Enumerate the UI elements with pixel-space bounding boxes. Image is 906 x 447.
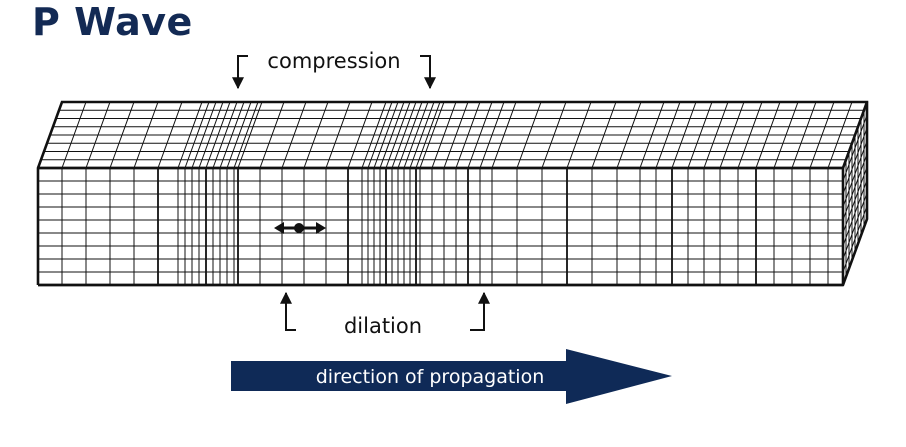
grid-line bbox=[809, 101, 835, 169]
compression-marker: compression bbox=[232, 49, 436, 90]
grid-line bbox=[687, 101, 713, 169]
grid-line bbox=[566, 101, 592, 169]
grid-line bbox=[367, 101, 393, 169]
grid-line bbox=[212, 101, 238, 169]
grid-line bbox=[325, 101, 351, 169]
grid-line bbox=[655, 101, 681, 169]
grid-line bbox=[491, 101, 517, 169]
grid-line bbox=[397, 101, 423, 169]
propagation-arrow-shape bbox=[231, 349, 672, 404]
page-title: P Wave bbox=[32, 0, 193, 44]
compression-left-arrow-icon bbox=[232, 55, 248, 90]
compression-label: compression bbox=[267, 49, 400, 73]
grid-line bbox=[479, 101, 505, 169]
grid-line bbox=[419, 101, 445, 169]
grid-line bbox=[842, 179, 868, 247]
grid-line bbox=[347, 101, 373, 169]
grid-line bbox=[842, 140, 868, 208]
grid-line bbox=[591, 101, 617, 169]
grid-line bbox=[385, 101, 411, 169]
grid-line bbox=[516, 101, 542, 169]
grid-line bbox=[373, 101, 399, 169]
grid-line bbox=[177, 101, 203, 169]
grid-line bbox=[791, 101, 817, 169]
grid-line bbox=[671, 101, 697, 169]
dilation-left-arrow-icon bbox=[280, 291, 296, 331]
grid-line bbox=[842, 114, 868, 182]
grid-line bbox=[755, 101, 781, 169]
dilation-right-arrow-icon bbox=[470, 291, 490, 331]
grid-line bbox=[467, 101, 493, 169]
grid-line bbox=[616, 101, 642, 169]
grid-line bbox=[219, 101, 245, 169]
grid-line bbox=[237, 101, 263, 169]
grid-line bbox=[133, 101, 159, 169]
grid-line bbox=[719, 101, 745, 169]
block-top-face bbox=[37, 101, 868, 169]
propagation-label: direction of propagation bbox=[316, 366, 545, 388]
grid-line bbox=[109, 101, 135, 169]
grid-line bbox=[773, 101, 799, 169]
grid-line bbox=[842, 205, 868, 273]
grid-line bbox=[303, 101, 329, 169]
grid-line bbox=[191, 101, 217, 169]
grid-line bbox=[737, 101, 763, 169]
grid-line bbox=[198, 101, 224, 169]
grid-line bbox=[281, 101, 307, 169]
dilation-marker: dilation bbox=[280, 291, 490, 338]
grid-line bbox=[431, 101, 457, 169]
grid-line bbox=[205, 101, 231, 169]
grid-line bbox=[379, 101, 405, 169]
grid-line bbox=[455, 101, 481, 169]
grid-line bbox=[639, 101, 665, 169]
grid-line bbox=[184, 101, 210, 169]
grid-line bbox=[409, 101, 435, 169]
grid-line bbox=[841, 101, 869, 169]
grid-line bbox=[703, 101, 729, 169]
grid-line bbox=[541, 101, 567, 169]
particle-motion-icon bbox=[274, 222, 326, 234]
propagation-arrow: direction of propagation bbox=[231, 349, 672, 404]
block-front-face bbox=[37, 166, 844, 287]
grid-line bbox=[842, 127, 868, 195]
grid-line bbox=[85, 101, 111, 169]
grid-line bbox=[233, 101, 259, 169]
grid-line bbox=[157, 101, 183, 169]
grid-line bbox=[415, 101, 441, 169]
grid-line bbox=[842, 153, 868, 221]
compression-right-arrow-icon bbox=[420, 55, 436, 90]
grid-line bbox=[259, 101, 285, 169]
grid-line bbox=[842, 166, 868, 234]
grid-line bbox=[443, 101, 469, 169]
grid-line bbox=[842, 192, 868, 260]
block-side-face bbox=[842, 101, 868, 286]
grid-line bbox=[361, 101, 387, 169]
grid-line bbox=[403, 101, 429, 169]
dilation-label: dilation bbox=[344, 314, 422, 338]
grid-line bbox=[827, 101, 853, 169]
grid-line bbox=[391, 101, 417, 169]
grid-block bbox=[36, 100, 869, 287]
grid-line bbox=[226, 101, 252, 169]
grid-line bbox=[61, 101, 87, 169]
block-outline bbox=[36, 100, 869, 287]
